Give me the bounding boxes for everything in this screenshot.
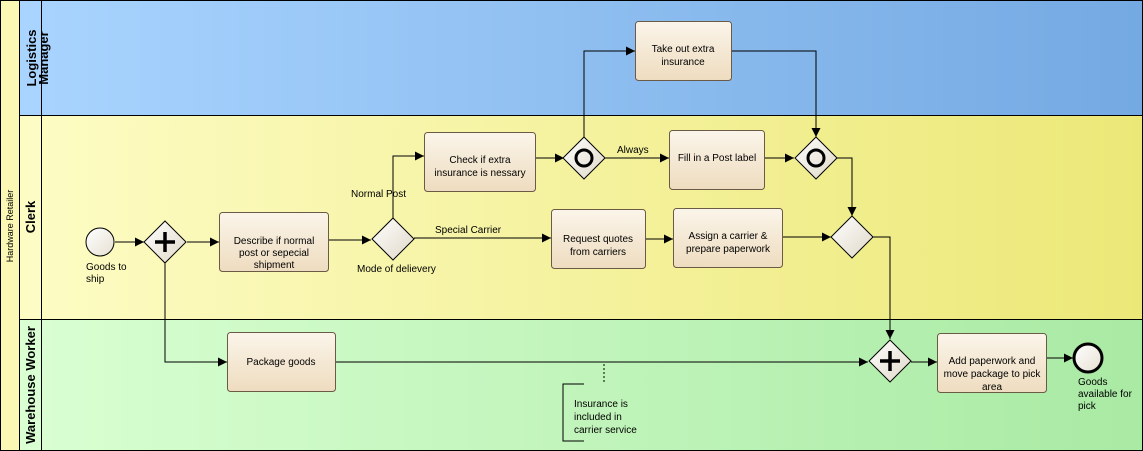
start-event-label-line1: Goods to [86,262,127,273]
end-event-label-line1: Goods [1078,377,1107,388]
task-insurance-line2: insurance [661,57,705,68]
task-quotes-line2: from carriers [570,247,626,258]
flow-merge-to-join [872,236,895,339]
flow-label-normal-post: Normal Post [351,189,406,200]
annotation-line1: Insurance is [574,399,628,410]
lane-label-logistics-line2: Manager [36,31,51,84]
task-describe-shipment[interactable]: Describe if normal post or sepecial ship… [219,212,329,272]
task-add-paperwork[interactable]: Add paperwork and move package to pick a… [937,333,1047,394]
gateway-label-mode-of-delivery: Mode of delievery [357,264,436,275]
inclusive-gateway-join[interactable] [794,136,838,180]
task-addpaperwork-line3: area [982,382,1002,393]
inclusive-gateway-split[interactable] [562,136,606,180]
task-insurance-line1: Take out extra [652,44,715,55]
parallel-gateway-split[interactable] [143,220,187,264]
task-assign-line1: Assign a carrier & [689,231,768,242]
task-assign-line2: prepare paperwork [686,244,771,255]
flow-gw-to-insurance [583,46,635,138]
lane-label-warehouse: Warehouse Worker [23,326,38,444]
task-package-goods[interactable]: Package goods [227,332,336,392]
start-event[interactable] [85,227,115,257]
task-quotes-line1: Request quotes [563,234,633,245]
start-event-label-line2: ship [86,274,105,285]
task-package-line1: Package goods [247,357,316,368]
flow-split-to-package [164,263,227,367]
task-describe-line3: shipment [254,260,295,271]
task-postlabel-line1: Fill in a Post label [678,153,756,164]
exclusive-gateway-mode-of-delivery[interactable] [371,217,415,261]
text-annotation-insurance: Insurance is included in carrier service [562,364,637,442]
task-assign-carrier[interactable]: Assign a carrier & prepare paperwork [673,208,783,268]
lane-logistics-manager: Logistics Manager [19,0,1143,116]
flow-label-special-carrier: Special Carrier [435,225,502,236]
plus-icon [155,232,175,252]
task-check-insurance[interactable]: Check if extra insurance is nessary [424,132,536,192]
flow-join-to-merge [837,157,857,216]
annotation-line3: carrier service [574,425,637,436]
end-event-label-line2: available for [1078,389,1133,400]
sequence-flows [115,46,1073,367]
parallel-gateway-join[interactable] [868,339,912,383]
pool-label: Hardware Retailer [5,190,15,263]
end-event-label-line3: pick [1078,401,1097,412]
flow-mode-to-check [392,151,424,218]
task-addpaperwork-line1: Add paperwork and [949,356,1036,367]
circle-icon [806,148,826,168]
end-event[interactable] [1072,342,1104,374]
task-check-insurance-line1: Check if extra [449,155,511,166]
task-fill-post-label[interactable]: Fill in a Post label [669,130,765,190]
pool-header: Hardware Retailer [0,0,20,451]
exclusive-gateway-merge[interactable] [830,215,874,259]
task-request-quotes[interactable]: Request quotes from carriers [551,209,646,269]
circle-icon [574,148,594,168]
annotation-line2: included in [574,412,622,423]
lane-label-clerk: Clerk [23,200,38,233]
task-describe-line2: post or sepecial [239,248,309,259]
annotation-bracket [562,383,584,442]
flow-insurance-to-join [731,50,821,137]
flow-label-always: Always [617,145,649,156]
task-check-insurance-line2: insurance is nessary [434,168,525,179]
lane-label-logistics-line1: Logistics [24,29,39,86]
plus-icon [880,351,900,371]
task-addpaperwork-line2: move package to pick [944,369,1042,380]
task-describe-line1: Describe if normal [234,236,315,247]
task-take-out-insurance[interactable]: Take out extra insurance [635,21,732,81]
